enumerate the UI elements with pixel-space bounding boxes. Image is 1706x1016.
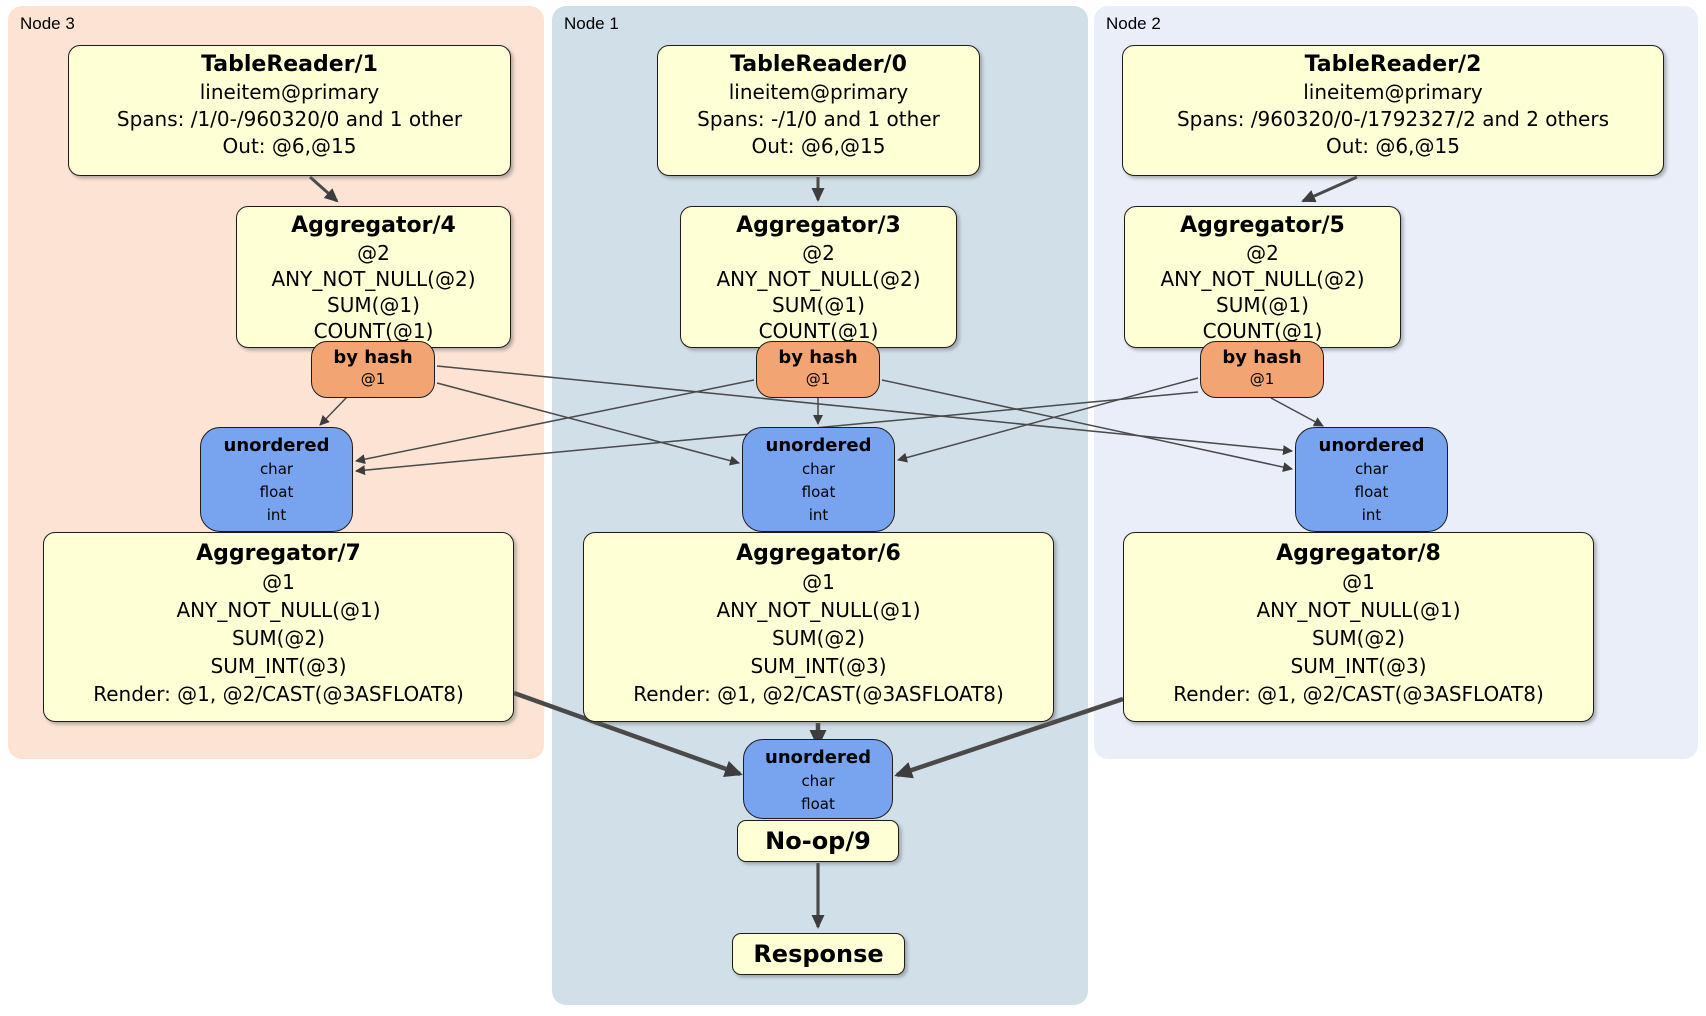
box-title: Aggregator/6 <box>736 541 901 566</box>
box-title: TableReader/0 <box>730 52 907 77</box>
edge-tr1-agg4 <box>309 175 339 203</box>
box-title: Aggregator/5 <box>1180 213 1345 238</box>
node2-label: Node 2 <box>1106 14 1161 33</box>
sync-title: unordered <box>765 747 871 768</box>
node1-label: Node 1 <box>564 14 619 33</box>
box-title: Aggregator/7 <box>196 541 361 566</box>
by-hash-router-node2: by hash @1 <box>1200 341 1324 398</box>
edge-hashM-syncL <box>355 379 755 465</box>
box-title: Aggregator/3 <box>736 213 901 238</box>
edge-hashL-syncR <box>436 365 1293 456</box>
by-hash-router-node1: by hash @1 <box>756 341 880 398</box>
router-title: by hash <box>778 347 858 368</box>
router-lines: @1 <box>1249 370 1275 388</box>
router-lines: @1 <box>805 370 831 388</box>
router-lines: @1 <box>360 370 386 388</box>
sync-title: unordered <box>1318 435 1425 456</box>
edge-hashR-syncM <box>897 377 1199 463</box>
edge-hashR-syncR <box>1270 397 1324 427</box>
response-box: Response <box>732 933 905 975</box>
router-title: by hash <box>333 347 413 368</box>
node3-label: Node 3 <box>20 14 75 33</box>
box-title: Aggregator/8 <box>1276 541 1441 566</box>
router-title: by hash <box>1222 347 1302 368</box>
box-title: TableReader/2 <box>1304 52 1482 77</box>
box-title: Response <box>753 940 884 968</box>
edge-hashL-syncL <box>319 396 348 426</box>
edge-hashM-syncR <box>881 379 1293 472</box>
box-title: TableReader/1 <box>201 52 378 77</box>
sync-title: unordered <box>223 435 330 456</box>
box-title: Aggregator/4 <box>291 213 456 238</box>
noop-box: No-op/9 <box>737 820 899 862</box>
edge-hashL-syncM <box>436 382 740 466</box>
edge-agg7-final <box>513 690 743 777</box>
box-title: No-op/9 <box>765 827 871 855</box>
sync-title: unordered <box>765 435 872 456</box>
edge-agg8-final <box>894 696 1124 779</box>
by-hash-router-node3: by hash @1 <box>311 341 435 398</box>
edge-tr2-agg5 <box>1301 175 1358 203</box>
